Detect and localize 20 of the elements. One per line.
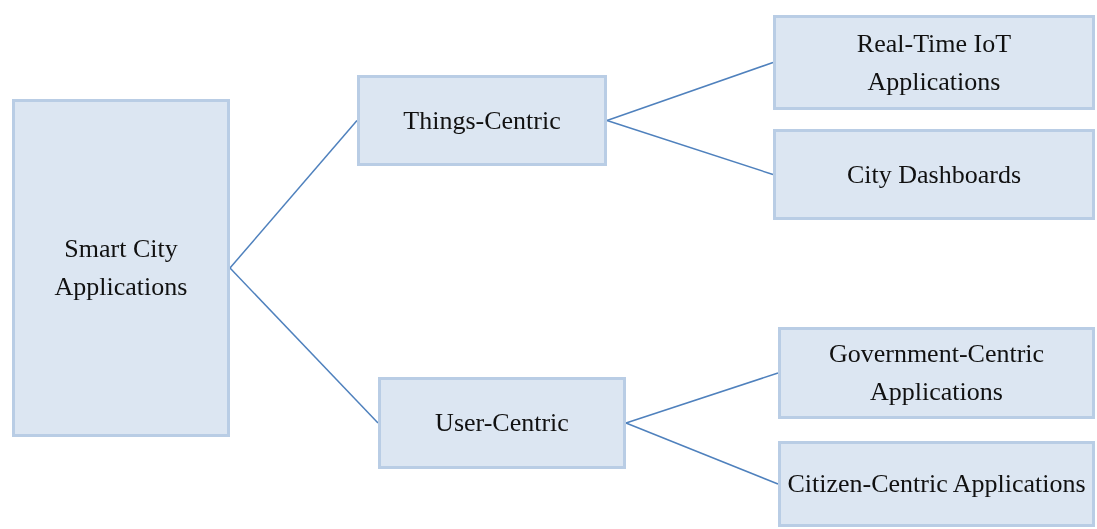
category-box (778, 441, 1095, 527)
category-box (773, 15, 1095, 110)
box-label: Things-Centric (403, 104, 561, 137)
connector-line (229, 267, 379, 424)
box-label: City Dashboards (846, 158, 1021, 191)
connector-line (606, 61, 774, 122)
category-box (357, 75, 607, 166)
box-label: Government-Centric Applications (827, 338, 1046, 408)
connector-line (625, 372, 779, 424)
box-label: Citizen-Centric Applications (787, 468, 1086, 500)
category-box (773, 129, 1095, 220)
box-label: User-Centric (435, 407, 569, 439)
box-label: Real-Time IoT Applications (855, 27, 1013, 98)
category-box (778, 327, 1095, 419)
connector-line (229, 119, 358, 269)
box-label: Smart City Applications (53, 233, 189, 303)
category-box (378, 377, 626, 469)
connector-line (606, 119, 774, 176)
category-box (12, 99, 230, 437)
connector-line (625, 422, 779, 485)
